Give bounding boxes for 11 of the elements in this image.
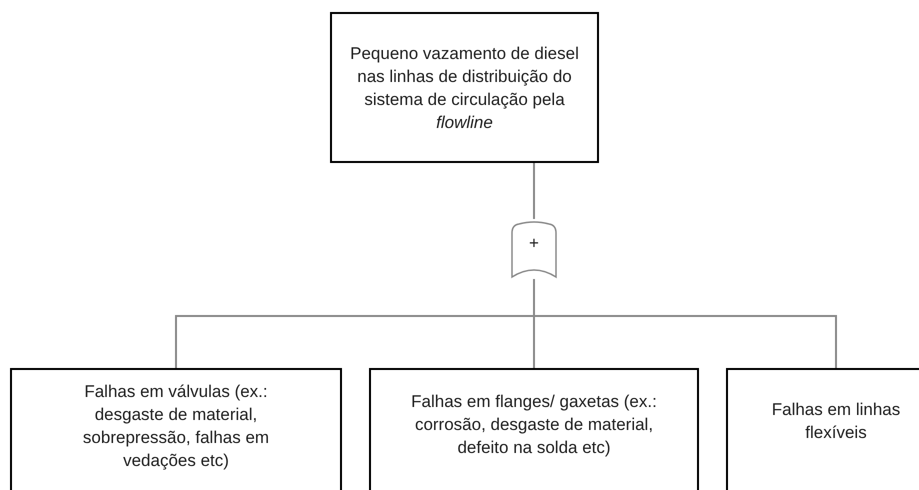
event-box — [330, 12, 599, 163]
gate-sign: + — [529, 234, 539, 252]
connector-line — [533, 163, 535, 219]
event-text: Falhas em flanges/ gaxetas (ex.: corrosão, desgaste de material, defeito na solda etc) — [410, 391, 658, 459]
event-text: Falhas em linhas flexíveis — [770, 399, 902, 444]
event-box — [369, 368, 699, 490]
event-box — [726, 368, 919, 490]
event-box — [10, 368, 342, 490]
event-text: Pequeno vazamento de diesel nas linhas de distribuição do sistema de circulação pela flowline — [349, 42, 580, 134]
connector-line — [533, 279, 837, 368]
event-text: Falhas em válvulas (ex.: desgaste de material, sobrepressão, falhas em vedações etc) — [82, 381, 270, 472]
